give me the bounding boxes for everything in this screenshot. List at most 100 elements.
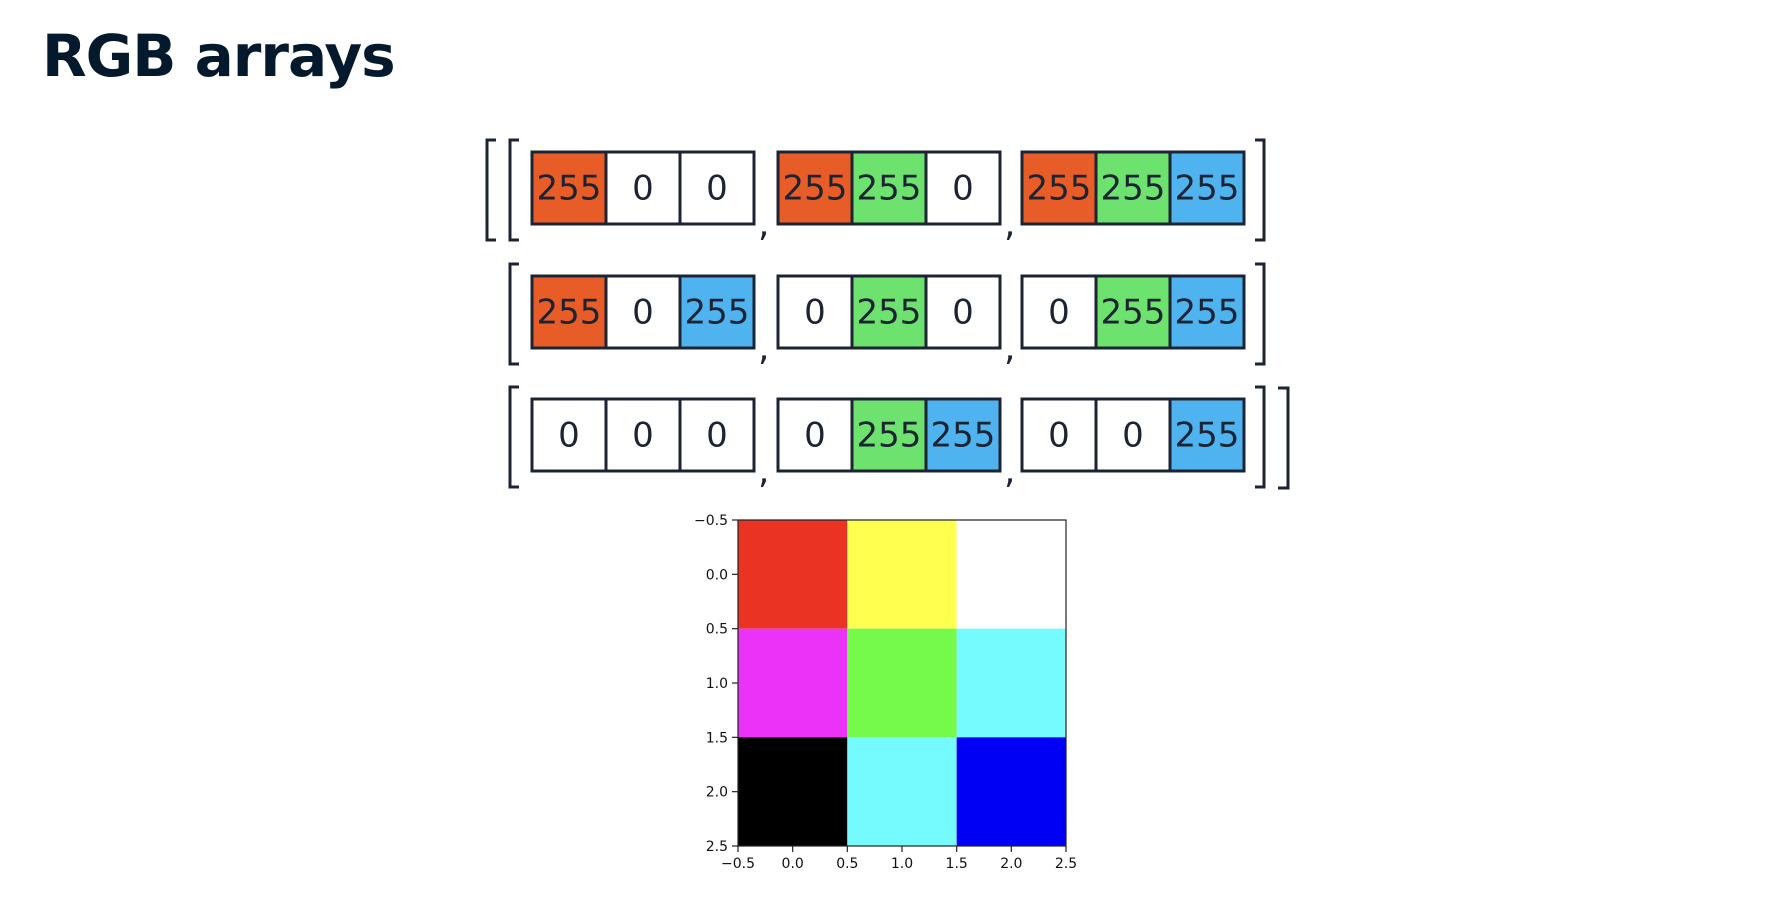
channel-value: 0	[706, 416, 728, 456]
x-tick-label: −0.5	[721, 856, 755, 872]
row-bracket-close	[1255, 385, 1266, 489]
channel-value: 0	[706, 169, 728, 209]
x-tick-label: 2.5	[1055, 856, 1077, 872]
channel-cell	[1094, 397, 1172, 473]
row-bracket-close	[1255, 138, 1266, 242]
y-tick-label: 0.0	[706, 567, 728, 583]
image-pixel	[738, 737, 848, 846]
channel-value: 0	[1048, 293, 1070, 333]
channel-cell	[1168, 274, 1246, 350]
image-pixel	[738, 520, 848, 629]
channel-value: 255	[685, 293, 750, 333]
channel-cell	[1168, 150, 1246, 226]
channel-cell	[924, 274, 1002, 350]
channel-cell	[850, 397, 928, 473]
comma-separator: ,	[1004, 328, 1015, 369]
comma-separator: ,	[1004, 451, 1015, 492]
outer-bracket-close	[1278, 386, 1290, 490]
channel-cell	[776, 150, 854, 226]
comma-separator: ,	[1004, 204, 1015, 245]
channel-value: 255	[1175, 293, 1240, 333]
pixel-triplet: 255 0 0	[530, 150, 756, 226]
row-bracket-open	[508, 385, 519, 489]
channel-cell	[1094, 274, 1172, 350]
channel-value: 255	[783, 169, 848, 209]
outer-bracket-open	[485, 138, 496, 242]
channel-value: 0	[804, 416, 826, 456]
pixel-triplet: 255 0 255	[530, 274, 756, 350]
channel-cell	[850, 150, 928, 226]
channel-value: 255	[931, 416, 996, 456]
channel-value: 255	[857, 416, 922, 456]
channel-value: 0	[632, 293, 654, 333]
x-tick-label: 1.0	[891, 856, 913, 872]
channel-cell	[1020, 274, 1098, 350]
channel-value: 255	[1175, 416, 1240, 456]
channel-cell	[678, 150, 756, 226]
y-tick-label: 1.0	[706, 676, 728, 692]
channel-cell	[1020, 397, 1098, 473]
channel-cell	[1168, 397, 1246, 473]
channel-value: 255	[537, 293, 602, 333]
y-tick-label: 2.5	[706, 839, 728, 855]
channel-cell	[678, 274, 756, 350]
comma-separator: ,	[758, 204, 769, 245]
channel-value: 0	[1048, 416, 1070, 456]
channel-cell	[1094, 150, 1172, 226]
x-tick-label: 2.0	[1000, 856, 1022, 872]
channel-cell	[678, 397, 756, 473]
channel-value: 0	[632, 416, 654, 456]
channel-value: 0	[952, 293, 974, 333]
channel-value: 255	[857, 293, 922, 333]
row-bracket-close	[1255, 262, 1266, 366]
channel-cell	[530, 274, 608, 350]
row-bracket-open	[508, 262, 519, 366]
channel-cell	[924, 150, 1002, 226]
channel-cell	[604, 150, 682, 226]
channel-value: 255	[857, 169, 922, 209]
row-bracket-open	[508, 138, 519, 242]
page-title: RGB arrays	[42, 22, 396, 90]
channel-value: 255	[1101, 293, 1166, 333]
image-pixel	[847, 737, 957, 846]
comma-separator: ,	[758, 328, 769, 369]
image-pixel	[956, 628, 1066, 738]
x-tick-label: 1.5	[946, 856, 968, 872]
image-pixel	[847, 520, 957, 629]
channel-value: 255	[537, 169, 602, 209]
channel-value: 0	[1122, 416, 1144, 456]
pixel-triplet: 0 0 255	[1020, 397, 1246, 473]
y-tick-label: 0.5	[706, 622, 728, 638]
channel-value: 0	[632, 169, 654, 209]
y-tick-label: 1.5	[706, 730, 728, 746]
x-tick-label: 0.5	[836, 856, 858, 872]
pixel-triplet: 0 255 0	[776, 274, 1002, 350]
channel-cell	[924, 397, 1002, 473]
image-pixel	[847, 628, 957, 738]
channel-cell	[530, 397, 608, 473]
comma-separator: ,	[758, 451, 769, 492]
channel-cell	[776, 397, 854, 473]
channel-value: 255	[1175, 169, 1240, 209]
channel-cell	[850, 274, 928, 350]
image-pixel	[956, 737, 1066, 846]
channel-value: 0	[952, 169, 974, 209]
channel-value: 0	[558, 416, 580, 456]
y-tick-label: 2.0	[706, 785, 728, 801]
y-tick-label: −0.5	[694, 513, 728, 529]
x-tick-label: 0.0	[782, 856, 804, 872]
image-pixel	[956, 520, 1066, 629]
channel-cell	[530, 150, 608, 226]
channel-value: 255	[1027, 169, 1092, 209]
channel-value: 0	[804, 293, 826, 333]
image-pixel	[738, 628, 848, 738]
channel-value: 255	[1101, 169, 1166, 209]
pixel-triplet: 0 0 0	[530, 397, 756, 473]
